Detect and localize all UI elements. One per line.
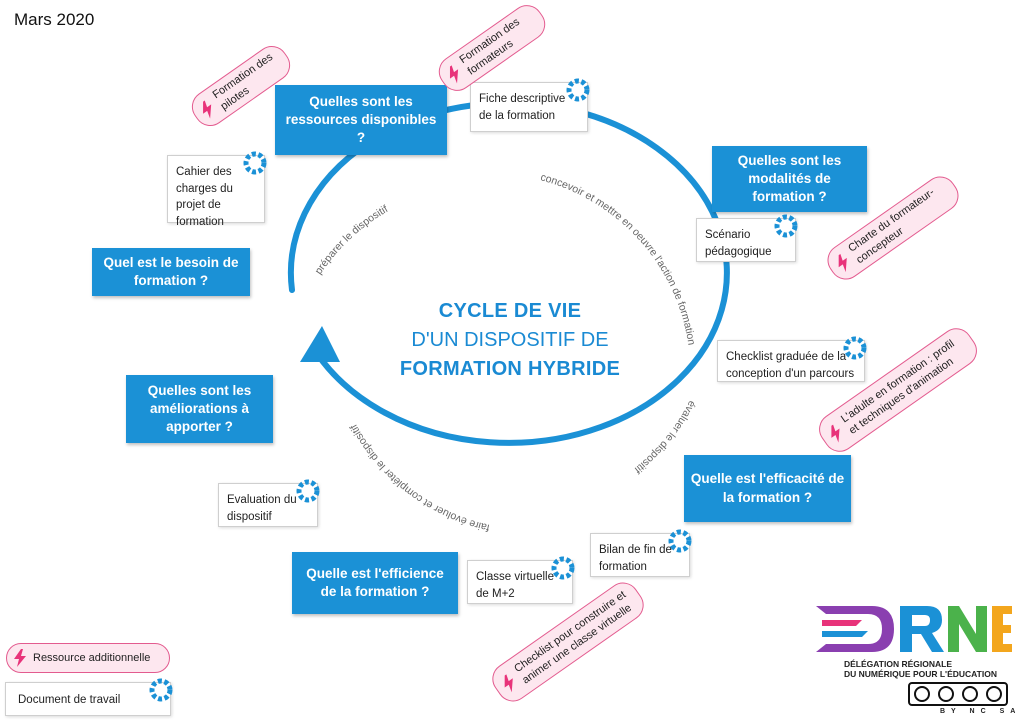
lightning-icon bbox=[831, 424, 840, 443]
question-ameliorations: Quelles sont les améliorations à apporte… bbox=[126, 375, 273, 443]
gear-icon bbox=[243, 151, 267, 175]
doc-evaluation-label: Evaluation du dispositif bbox=[227, 494, 297, 523]
doc-evaluation: Evaluation du dispositif bbox=[218, 479, 320, 527]
drne-logo-mark bbox=[816, 606, 1012, 652]
diagram-title: CYCLE DE VIE D'UN DISPOSITIF DE FORMATIO… bbox=[360, 300, 660, 381]
gear-icon bbox=[551, 556, 575, 580]
gear-icon bbox=[668, 529, 692, 553]
question-besoin: Quel est le besoin de formation ? bbox=[92, 248, 250, 296]
drne-subtitle: DÉLÉGATION RÉGIONALE DU NUMÉRIQUE POUR L… bbox=[844, 659, 1019, 680]
license-badge bbox=[908, 682, 1008, 706]
lightning-icon bbox=[838, 253, 847, 273]
cc-icon bbox=[914, 686, 930, 702]
doc-bilan-label: Bilan de fin de formation bbox=[599, 544, 672, 573]
title-line-2: D'UN DISPOSITIF DE bbox=[411, 329, 609, 351]
doc-classe: Classe virtuelle de M+2 bbox=[467, 556, 575, 604]
doc-scenario-label: Scénario pédagogique bbox=[705, 229, 772, 258]
question-modalites: Quelles sont les modalités de formation … bbox=[712, 146, 867, 212]
doc-checklist: Checklist graduée de la conception d'un … bbox=[717, 336, 867, 382]
nc-icon bbox=[962, 686, 978, 702]
drne-subtitle-line-2: DU NUMÉRIQUE POUR L'ÉDUCATION bbox=[844, 668, 997, 679]
resource-formateurs: Formation des formateurs bbox=[432, 0, 552, 98]
resource-pilotes: Formation des pilotes bbox=[185, 39, 297, 133]
lightning-icon bbox=[449, 65, 459, 84]
drne-subtitle-line-1: DÉLÉGATION RÉGIONALE bbox=[844, 659, 952, 669]
gear-icon bbox=[296, 479, 320, 503]
legend-resource-label: Ressource additionnelle bbox=[33, 651, 151, 664]
resource-adulte: L'adulte en formation : profil et techni… bbox=[812, 321, 984, 459]
doc-bilan: Bilan de fin de formation bbox=[590, 529, 692, 577]
by-icon bbox=[938, 686, 954, 702]
title-line-3: FORMATION HYBRIDE bbox=[399, 358, 621, 380]
doc-scenario: Scénario pédagogique bbox=[696, 214, 798, 262]
question-efficience: Quelle est l'efficience de la formation … bbox=[292, 552, 458, 614]
license-text: BY NC SA bbox=[940, 708, 1022, 715]
doc-classe-label: Classe virtuelle de M+2 bbox=[476, 571, 554, 600]
legend-document-label: Document de travail bbox=[18, 694, 121, 706]
doc-cahier-label: Cahier des charges du projet de formatio… bbox=[176, 166, 233, 229]
doc-cahier: Cahier des charges du projet de formatio… bbox=[167, 151, 267, 228]
question-ressources: Quelles sont les ressources disponibles … bbox=[275, 85, 447, 155]
drne-logo: DÉLÉGATION RÉGIONALE DU NUMÉRIQUE POUR L… bbox=[812, 600, 1012, 679]
gear-icon bbox=[843, 336, 867, 360]
cycle-arrowhead bbox=[300, 326, 340, 362]
legend-document: Document de travail bbox=[5, 678, 173, 716]
arc-label-preparer: préparer le dispositif bbox=[313, 203, 391, 277]
gear-icon bbox=[774, 214, 798, 238]
gear-icon bbox=[149, 678, 173, 702]
resource-charte: Charte du formateur-concepteur bbox=[821, 170, 965, 286]
sa-icon bbox=[986, 686, 1002, 702]
resource-checklist-cv: Checklist pour construire et animer une … bbox=[486, 576, 650, 708]
lightning-icon bbox=[203, 100, 212, 119]
doc-checklist-label: Checklist graduée de la conception d'un … bbox=[726, 351, 855, 380]
doc-fiche: Fiche descriptive de la formation bbox=[470, 78, 590, 132]
legend-resource: Ressource additionnelle bbox=[6, 643, 170, 673]
date-label: Mars 2020 bbox=[14, 10, 95, 29]
question-efficacite: Quelle est l'efficacité de la formation … bbox=[684, 455, 851, 522]
title-line-1: CYCLE DE VIE bbox=[438, 300, 582, 322]
gear-icon bbox=[566, 78, 590, 102]
doc-fiche-label: Fiche descriptive de la formation bbox=[479, 93, 566, 122]
lightning-icon bbox=[504, 674, 513, 693]
lightning-icon bbox=[14, 649, 26, 667]
